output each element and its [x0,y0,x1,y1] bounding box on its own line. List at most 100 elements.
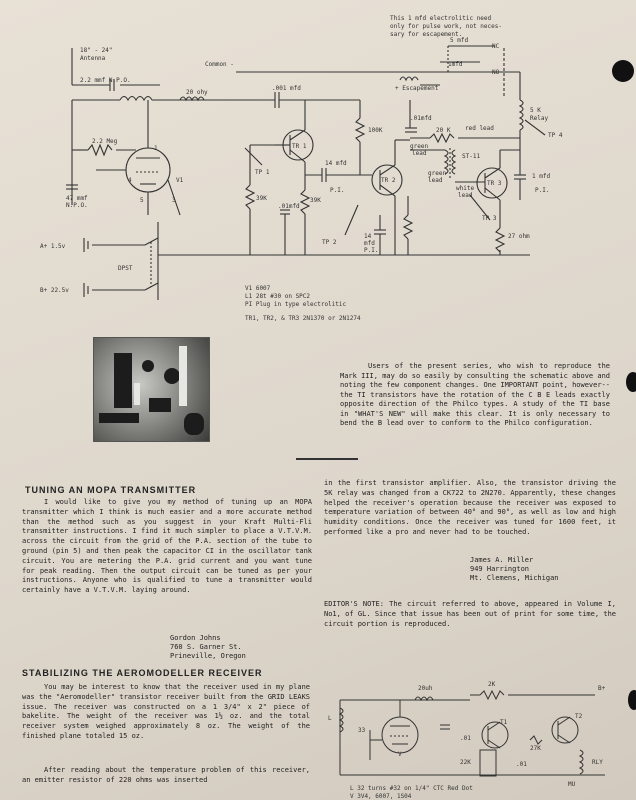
label-escapement: + Escapement [395,85,439,92]
bot-label-v: V [398,751,402,758]
label-v1: V1 [176,177,184,184]
label-c8-1: 1 mfd [532,173,550,180]
bot-label-t1: T1 [500,719,508,726]
bot-label-c33: 33 [358,727,366,734]
bot-label-l: L [328,715,332,722]
editor-note: EDITOR'S NOTE: The circuit referred to a… [324,600,616,628]
label-b-batt: B+ 22.5v [40,287,69,294]
label-tr2: TR 2 [381,177,396,184]
label-pi1: P.I. [330,187,344,194]
bot-label-m: MU [568,781,576,788]
bot-label-r27k: 27K [530,745,541,752]
bot-label-rly: RLY [592,759,603,766]
bot-label-c01: .01 [460,735,471,742]
article1-signature: Gordon Johns 760 S. Garner St. Prinevill… [170,634,246,661]
article2-body1: You may be interest to know that the rec… [22,683,310,740]
article1-body: I would like to give you my method of tu… [22,498,312,595]
label-c6-2: mfd [364,240,375,247]
binder-hole-bottom [628,690,636,710]
label-tp2: TP 2 [322,239,337,246]
label-st11: ST-11 [462,153,480,160]
label-antenna-2: Antenna [80,55,106,62]
label-white-lead-2: lead [458,192,473,199]
label-c47-2: N.P.O. [66,202,88,209]
right-column-body: in the first transistor amplifier. Also,… [324,479,616,536]
label-c3: .001 mfd [272,85,301,92]
label-tr1: TR 1 [292,143,307,150]
sig2-name: James A. Miller [470,556,534,564]
bot-label-r22k: 22K [460,759,471,766]
label-relay-1: 5 K [530,107,541,114]
sig1-street: 760 S. Garner St. [170,643,242,651]
label-c7: .01mfd [410,115,432,122]
label-mhz: 2.2 Meg [92,138,118,145]
label-r27: 27 ohm [508,233,530,240]
label-lead: lead [412,150,427,157]
label-common: Common - [205,61,234,68]
label-green-lead2-2: lead [428,177,443,184]
label-no: NO [492,69,500,76]
sig1-city: Prineville, Oregon [170,652,246,660]
label-pin1: 1 [154,145,158,152]
label-r1: 39K [256,195,267,202]
bot-legend-2: V 3V4, 6007, 1S04 [350,793,412,800]
receiver-photo [93,337,210,442]
schematic-bottom: 20uh 2K .01 33 T1 T2 27K 22K .01 RLY L V… [328,681,606,800]
label-green-lead2-1: green [428,170,446,177]
binder-hole-top [612,60,634,82]
label-white-lead-1: white [456,185,474,192]
schematic-top: This 1 mfd electrolitic need only for pu… [40,15,563,322]
sig2-city: Mt. Clemens, Michigan [470,574,559,582]
note-line-2: only for pulse work, not neces- [390,23,502,30]
legend-transistors: TR1, TR2, & TR3 2N1370 or 2N1274 [245,315,361,322]
intro-paragraph: Users of the present series, who wish to… [340,362,610,427]
sig2-street: 949 Harrington [470,565,530,573]
label-nc: NC [492,43,500,50]
binder-hole-middle [626,372,636,392]
label-r2: 39K [310,197,321,204]
note-line-1: This 1 mfd electrolitic need [390,15,492,22]
label-mfd5: 5 mfd [450,37,468,44]
legend-line-2: L1 28t #30 on SPC2 [245,293,310,300]
label-tp1: TP 1 [255,169,270,176]
label-c2: 20 ohy [186,89,208,96]
bot-legend-1: L 32 turns #32 on 1/4" CTC Red Dot [350,785,473,792]
bot-label-t2: T2 [575,713,583,720]
label-r100k: 100K [368,127,383,134]
article2-title: STABILIZING THE AEROMODELLER RECEIVER [22,668,263,678]
label-relay-2: Relay [530,115,548,122]
label-tp3: TP 3 [482,215,497,222]
label-tp4: TP 4 [548,132,563,139]
article1-title: TUNING AN MOPA TRANSMITTER [25,485,197,495]
bot-label-b: B+ [598,685,606,692]
label-c8-2: P.I. [535,187,549,194]
label-pin4: 4 [128,177,132,184]
label-dpst: DPST [118,265,133,272]
label-red-lead: red lead [465,125,494,132]
label-c4: .01mfd [278,203,300,210]
label-antenna-1: 18" - 24" [80,47,113,54]
label-r20k: 20 K [436,127,451,134]
label-green-lead: green [410,143,428,150]
label-1mfd: 1mfd [448,61,463,68]
divider-line [296,458,358,460]
note-line-3: sary for escapement. [390,31,462,38]
bot-label-r20: 20uh [418,685,433,692]
sig1-name: Gordon Johns [170,634,221,642]
label-pin5: 5 [140,197,144,204]
label-c6-1: 14 [364,233,372,240]
bot-label-c01b: .01 [516,761,527,768]
legend-line-3: PI Plug in type electrolitic [245,301,347,308]
label-pin3: 3 [172,197,176,204]
label-c1: 2.2 mmf N.P.O. [80,77,131,84]
label-a-batt: A+ 1.5v [40,243,66,250]
label-c5: 14 mfd [325,160,347,167]
right-column-signature: James A. Miller 949 Harrington Mt. Cleme… [470,556,559,583]
legend-line-1: V1 6007 [245,285,271,292]
article2-body2: After reading about the temperature prob… [22,766,310,784]
bot-label-r2k: 2K [488,681,496,688]
label-tr3: TR 3 [487,180,502,187]
label-c6-3: P.I. [364,247,378,254]
label-c47-1: 47 mmf [66,195,88,202]
